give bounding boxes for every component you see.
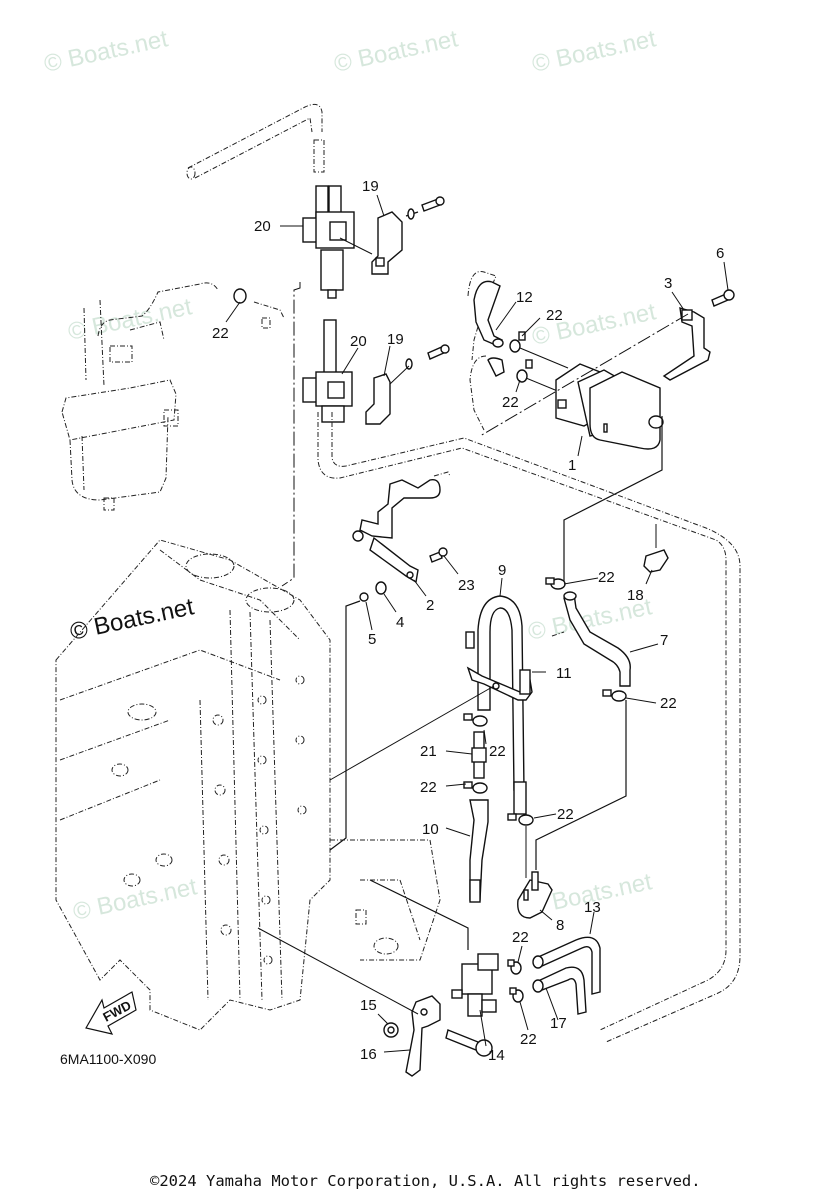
callout-5[interactable]: 5 — [368, 631, 376, 648]
watermark: © Boats.net — [42, 25, 171, 78]
nut-15 — [383, 1022, 399, 1038]
bolt-14 — [445, 1029, 493, 1057]
callout-22[interactable]: 22 — [546, 307, 563, 324]
callout-21[interactable]: 21 — [420, 743, 437, 760]
callout-22[interactable]: 22 — [512, 929, 529, 946]
callout-3[interactable]: 3 — [664, 275, 672, 292]
reference-line — [329, 600, 361, 851]
callout-13[interactable]: 13 — [584, 899, 601, 916]
upper-valve-20 — [302, 185, 355, 299]
bracket-16 — [405, 995, 441, 1077]
lower-valve-20 — [302, 319, 353, 423]
reference-line — [281, 282, 301, 587]
callout-8[interactable]: 8 — [556, 917, 564, 934]
joint-8 — [517, 871, 553, 919]
reference-line — [479, 313, 689, 437]
callout-20[interactable]: 20 — [254, 218, 271, 235]
lower-bracket-19 — [365, 344, 450, 425]
callout-6[interactable]: 6 — [716, 245, 724, 262]
callout-16[interactable]: 16 — [360, 1046, 377, 1063]
hose-7 — [563, 591, 631, 687]
callout-20[interactable]: 20 — [350, 333, 367, 350]
watermark-dark: © Boats.net — [68, 593, 197, 646]
reference-line — [535, 700, 627, 870]
callout-22[interactable]: 22 — [502, 394, 519, 411]
hose-13-17 — [532, 936, 601, 1015]
holder-11 — [465, 631, 565, 701]
callout-15[interactable]: 15 — [360, 997, 377, 1014]
callout-2[interactable]: 2 — [426, 597, 434, 614]
fwd-arrow: FWD — [85, 991, 137, 1035]
leader-lines — [225, 194, 729, 1053]
hose-12 — [473, 280, 505, 377]
top-hose — [186, 103, 325, 180]
copyright-notice: ©2024 Yamaha Motor Corporation, U.S.A. A… — [150, 1172, 701, 1190]
callout-9[interactable]: 9 — [498, 562, 506, 579]
callout-22[interactable]: 22 — [660, 695, 677, 712]
callout-22[interactable]: 22 — [420, 779, 437, 796]
callout-1[interactable]: 1 — [568, 457, 576, 474]
callouts: 20 19 22 20 19 12 22 22 3 6 1 23 2 4 5 9… — [212, 178, 724, 1064]
diagram-code: 6MA1100-X090 — [60, 1051, 156, 1067]
reference-line — [257, 927, 419, 1015]
watermark: © Boats.net — [530, 25, 659, 78]
vapor-separator-phantom — [61, 282, 285, 511]
callout-22[interactable]: 22 — [557, 806, 574, 823]
callout-14[interactable]: 14 — [488, 1047, 505, 1064]
callout-18[interactable]: 18 — [627, 587, 644, 604]
bracket-3 — [662, 289, 735, 381]
callout-7[interactable]: 7 — [660, 632, 668, 649]
reference-line — [369, 879, 469, 950]
callout-19[interactable]: 19 — [387, 331, 404, 348]
callout-22[interactable]: 22 — [489, 743, 506, 760]
clips-and-joint — [463, 577, 627, 903]
reference-line — [329, 685, 495, 781]
callout-11[interactable]: 11 — [556, 665, 572, 682]
engine-block-phantom — [55, 539, 441, 1031]
callout-12[interactable]: 12 — [516, 289, 533, 306]
callout-17[interactable]: 17 — [550, 1015, 567, 1032]
callout-4[interactable]: 4 — [396, 614, 404, 631]
bracket-2 — [352, 471, 451, 602]
callout-23[interactable]: 23 — [458, 577, 475, 594]
callout-22[interactable]: 22 — [212, 325, 229, 342]
clamp-18 — [643, 524, 669, 573]
callout-22[interactable]: 22 — [598, 569, 615, 586]
watermark: © Boats.net — [66, 293, 195, 346]
watermark: © Boats.net — [71, 873, 200, 926]
solenoid-valve-14 — [451, 953, 524, 1017]
hose-9 — [477, 595, 527, 815]
watermark: © Boats.net — [332, 25, 461, 78]
callout-19[interactable]: 19 — [362, 178, 379, 195]
upper-bracket-19 — [339, 196, 445, 275]
reference-line — [563, 416, 663, 582]
callout-10[interactable]: 10 — [422, 821, 439, 838]
canister-1 — [555, 363, 664, 450]
callout-22[interactable]: 22 — [520, 1031, 537, 1048]
